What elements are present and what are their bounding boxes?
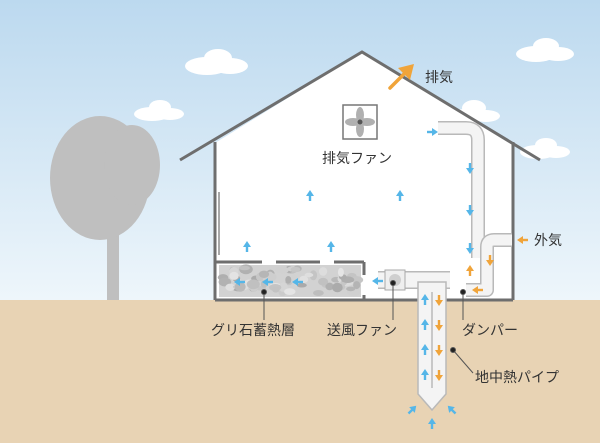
label-outside-air: 外気 [534, 233, 562, 249]
arrow-icon [234, 278, 245, 286]
gravel-storage-layer [217, 264, 364, 297]
arrow-icon [327, 241, 335, 252]
airflow-arrows [234, 128, 528, 429]
arrow-icon [435, 320, 443, 331]
gravel-stone [272, 286, 280, 293]
label-exhaust-fan: 排気ファン [322, 151, 392, 167]
arrow-icon [517, 236, 528, 244]
leader-lines [261, 280, 474, 374]
gravel-stone [296, 282, 307, 288]
arrow-icon [427, 128, 438, 136]
ground [0, 300, 600, 443]
gravel-stone [225, 283, 235, 291]
label-exhaust: 排気 [425, 70, 453, 86]
arrow-icon [447, 405, 457, 415]
arrow-icon [466, 243, 474, 254]
arrow-icon [466, 265, 474, 276]
cloud-icon [185, 49, 248, 75]
arrow-icon [421, 344, 429, 355]
label-geothermal-pipe: 地中熱パイプ [475, 370, 559, 386]
label-supply-fan: 送風ファン [327, 323, 397, 339]
exhaust-arrow-icon [388, 64, 414, 90]
arrow-icon [466, 205, 474, 216]
gravel-stone [229, 271, 239, 280]
gravel-stone [353, 281, 361, 290]
gravel-stone [309, 270, 318, 281]
arrow-icon [407, 405, 417, 415]
gravel-stone [275, 266, 289, 274]
arrow-icon [396, 190, 404, 201]
arrow-icon [466, 163, 474, 174]
arrow-icon [428, 418, 436, 429]
gravel-stone [290, 266, 301, 272]
gravel-stone [319, 267, 328, 276]
roof [179, 50, 541, 162]
arrow-icon [372, 277, 383, 285]
arrow-icon [435, 345, 443, 356]
supply-fan-icon [384, 269, 406, 291]
arrow-icon [262, 278, 273, 286]
gravel-stone [234, 281, 246, 292]
arrow-icon [421, 369, 429, 380]
gravel-stone [304, 272, 314, 278]
arrow-icon [421, 319, 429, 330]
gravel-stone [332, 282, 343, 293]
arrow-icon [472, 286, 483, 294]
gravel-stone [318, 277, 329, 286]
gravel-stone [258, 270, 270, 278]
outside-air-intake-duct [466, 233, 512, 297]
house-interior [215, 52, 513, 300]
label-gravel-storage: グリ石蓄熱層 [211, 323, 295, 339]
gravel-stone [246, 279, 260, 290]
arrow-icon [306, 190, 314, 201]
gravel-stone [284, 288, 296, 295]
arrow-icon [292, 278, 303, 286]
arrow-icon [435, 370, 443, 381]
label-damper: ダンパー [462, 323, 518, 339]
exhaust-fan-icon [342, 104, 378, 140]
cloud-icon [516, 38, 574, 62]
cloud-icon [134, 100, 184, 121]
cloud-icon [520, 138, 570, 159]
arrow-icon [243, 241, 251, 252]
exhaust-duct [438, 121, 485, 258]
gravel-stone [325, 282, 334, 291]
gravel-stone [350, 276, 364, 284]
gravel-stone [337, 267, 344, 277]
arrow-icon [421, 294, 429, 305]
gravel-stone [285, 276, 292, 284]
arrow-icon [435, 295, 443, 306]
arrow-icon [486, 255, 494, 266]
gravel-stone [346, 286, 356, 292]
gravel-stone [313, 290, 324, 296]
gravel-stone [238, 265, 250, 271]
tree-icon [50, 116, 160, 302]
